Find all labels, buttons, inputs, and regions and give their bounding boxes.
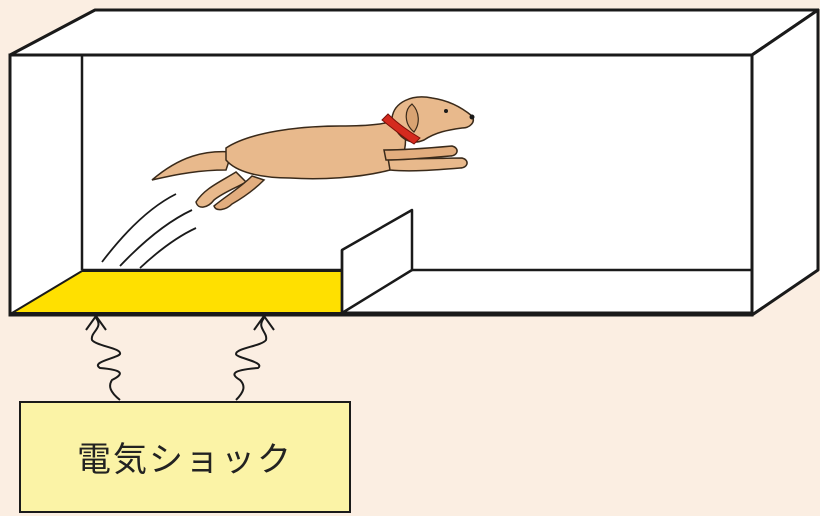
- motion-line-1: [101, 193, 177, 263]
- dog-collar: [381, 113, 421, 145]
- dog-eye: [444, 109, 448, 113]
- dog-ear: [405, 103, 419, 133]
- box-right-face: [750, 8, 820, 317]
- wire-right-coil: [233, 317, 268, 401]
- wire-right: [233, 314, 275, 401]
- box-top-face: [8, 8, 820, 57]
- jumping-dog-illustration: [151, 96, 475, 211]
- wire-left-coil: [90, 317, 121, 401]
- dog-back-leg: [195, 171, 248, 208]
- motion-line-3: [139, 227, 197, 269]
- dog-nose: [469, 114, 475, 120]
- arrow-left-head: [85, 314, 107, 331]
- dog-front-leg-2: [383, 145, 458, 161]
- dog-tail: [151, 150, 234, 181]
- arrow-right-head: [253, 314, 275, 331]
- wire-left: [85, 314, 121, 401]
- shock-generator-label: 電気ショック: [77, 439, 293, 480]
- dog-back-leg-2: [213, 175, 266, 211]
- motion-line-2: [119, 209, 193, 267]
- shock-generator-box: [19, 401, 351, 513]
